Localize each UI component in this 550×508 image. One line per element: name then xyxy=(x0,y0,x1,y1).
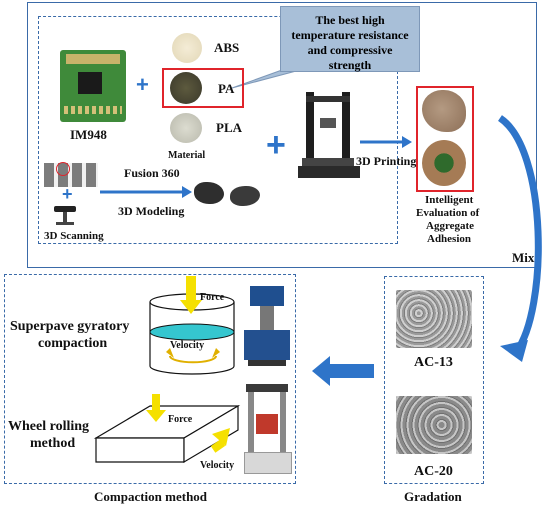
velocity-label-top: Velocity xyxy=(170,340,205,351)
evaluation-line3: Aggregate xyxy=(426,220,475,232)
sgc-label-line2: compaction xyxy=(38,336,108,351)
fusion-360-label: Fusion 360 xyxy=(124,166,180,180)
pa-material-disc xyxy=(170,72,202,104)
gradation-panel xyxy=(384,276,484,484)
callout-line1: The best high xyxy=(315,13,385,27)
pla-label: PLA xyxy=(216,120,242,135)
selected-sample-circle xyxy=(56,162,70,176)
abs-material-disc xyxy=(172,33,202,63)
sensor-label: IM948 xyxy=(70,127,107,142)
mix-label: Mix xyxy=(512,250,535,265)
pla-material-disc xyxy=(170,113,202,143)
callout-box: The best high temperature resistance and… xyxy=(280,6,420,72)
ac13-label: AC-13 xyxy=(414,355,453,370)
3d-scanning-label: 3D Scanning xyxy=(44,230,104,242)
evaluation-line4: Adhesion xyxy=(427,233,472,245)
callout-line4: strength xyxy=(328,58,372,72)
plus-icon-3: + xyxy=(266,126,286,164)
aggregate-samples-photo xyxy=(44,163,98,187)
gradation-caption: Gradation xyxy=(404,489,462,504)
adhesion-sample-top xyxy=(422,90,466,132)
ac13-aggregate-photo xyxy=(396,290,472,348)
compaction-caption: Compaction method xyxy=(94,489,208,504)
scanned-aggregate-model-1 xyxy=(194,182,224,204)
ac20-aggregate-photo xyxy=(396,396,472,454)
evaluation-highlight-box xyxy=(416,86,474,192)
sgc-label-line1: Superpave gyratory xyxy=(10,319,130,334)
imu-sensor-board xyxy=(60,50,126,122)
evaluation-line1: Intelligent xyxy=(425,194,474,206)
plus-icon-2: + xyxy=(62,184,73,204)
3d-scanner-icon xyxy=(50,206,80,226)
gyratory-compactor-machine xyxy=(244,286,290,366)
compaction-panel xyxy=(4,274,296,484)
plus-icon-1: + xyxy=(136,72,149,97)
adhesion-sample-bottom xyxy=(422,140,466,186)
pa-label: PA xyxy=(218,81,235,96)
sensor-pins-icon xyxy=(64,106,122,114)
abs-label: ABS xyxy=(214,40,240,55)
pa-highlight-box xyxy=(162,68,244,108)
3d-printing-label: 3D Printing xyxy=(356,154,417,168)
wheel-label-line1: Wheel rolling xyxy=(8,419,90,434)
ac20-label: AC-20 xyxy=(414,464,453,479)
sensor-chip-icon xyxy=(78,72,102,94)
inner-dashed-panel xyxy=(38,16,398,244)
callout-line2: temperature resistance xyxy=(291,28,409,42)
3d-printer-icon xyxy=(298,92,360,178)
wheel-rolling-machine xyxy=(244,384,292,476)
callout-line3: and compressive xyxy=(307,43,393,57)
3d-modeling-label: 3D Modeling xyxy=(118,204,185,218)
top-process-panel xyxy=(27,2,537,268)
force-label-bottom: Force xyxy=(168,414,193,425)
wheel-label-line2: method xyxy=(30,436,76,451)
scanned-aggregate-model-2 xyxy=(230,186,260,206)
material-caption: Material xyxy=(168,150,206,161)
evaluation-line2: Evaluation of xyxy=(416,207,480,219)
velocity-label-bottom: Velocity xyxy=(200,460,235,471)
sensor-antenna-icon xyxy=(66,54,120,64)
force-label-top: Force xyxy=(200,292,225,303)
